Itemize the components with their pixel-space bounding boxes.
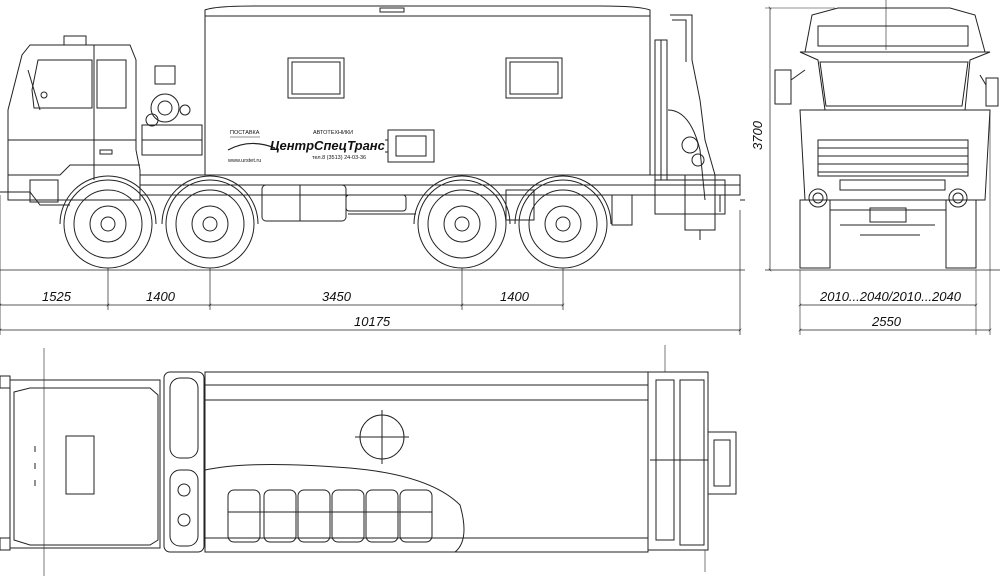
chassis-frame xyxy=(0,174,745,226)
logo-label-right: АВТОТЕХНИКИ xyxy=(313,130,353,136)
body-logo: ПОСТАВКА АВТОТЕХНИКИ ЦентрСпецТранс www.… xyxy=(227,130,386,164)
body-box xyxy=(204,5,651,176)
cab-side xyxy=(7,35,141,203)
logo-brand: ЦентрСпецТранс xyxy=(270,138,386,153)
dim-overall-width: 2550 xyxy=(871,314,902,329)
dim-wheelbase-1: 1400 xyxy=(146,289,176,304)
dim-wheelbase-2: 3450 xyxy=(322,289,352,304)
side-view: ПОСТАВКА АВТОТЕХНИКИ ЦентрСпецТранс www.… xyxy=(0,5,745,335)
dim-front-overhang: 1525 xyxy=(42,289,72,304)
crane-side xyxy=(654,14,721,240)
dim-overall-length: 10175 xyxy=(354,314,391,329)
logo-label-left: ПОСТАВКА xyxy=(230,130,260,136)
top-view xyxy=(0,345,737,576)
logo-phone: тел.8 (3513) 24-03-36 xyxy=(312,155,366,161)
side-dimensions xyxy=(0,195,742,335)
wheel-3 xyxy=(413,175,511,269)
dim-track: 2010...2040/2010...2040 xyxy=(819,289,962,304)
front-dimension-labels: 3700 2010...2040/2010...2040 2550 xyxy=(750,120,962,329)
wheel-1 xyxy=(59,175,157,269)
dim-height: 3700 xyxy=(750,120,765,150)
seat-row xyxy=(227,489,433,543)
dim-wheelbase-3: 1400 xyxy=(500,289,530,304)
side-dimension-labels: 1525 1400 3450 1400 10175 xyxy=(42,289,530,329)
wheel-2 xyxy=(161,175,259,269)
wheel-4 xyxy=(514,175,612,269)
equipment-behind-cab xyxy=(141,65,203,156)
front-view xyxy=(765,0,1000,335)
logo-website: www.urstet.ru xyxy=(227,158,261,164)
